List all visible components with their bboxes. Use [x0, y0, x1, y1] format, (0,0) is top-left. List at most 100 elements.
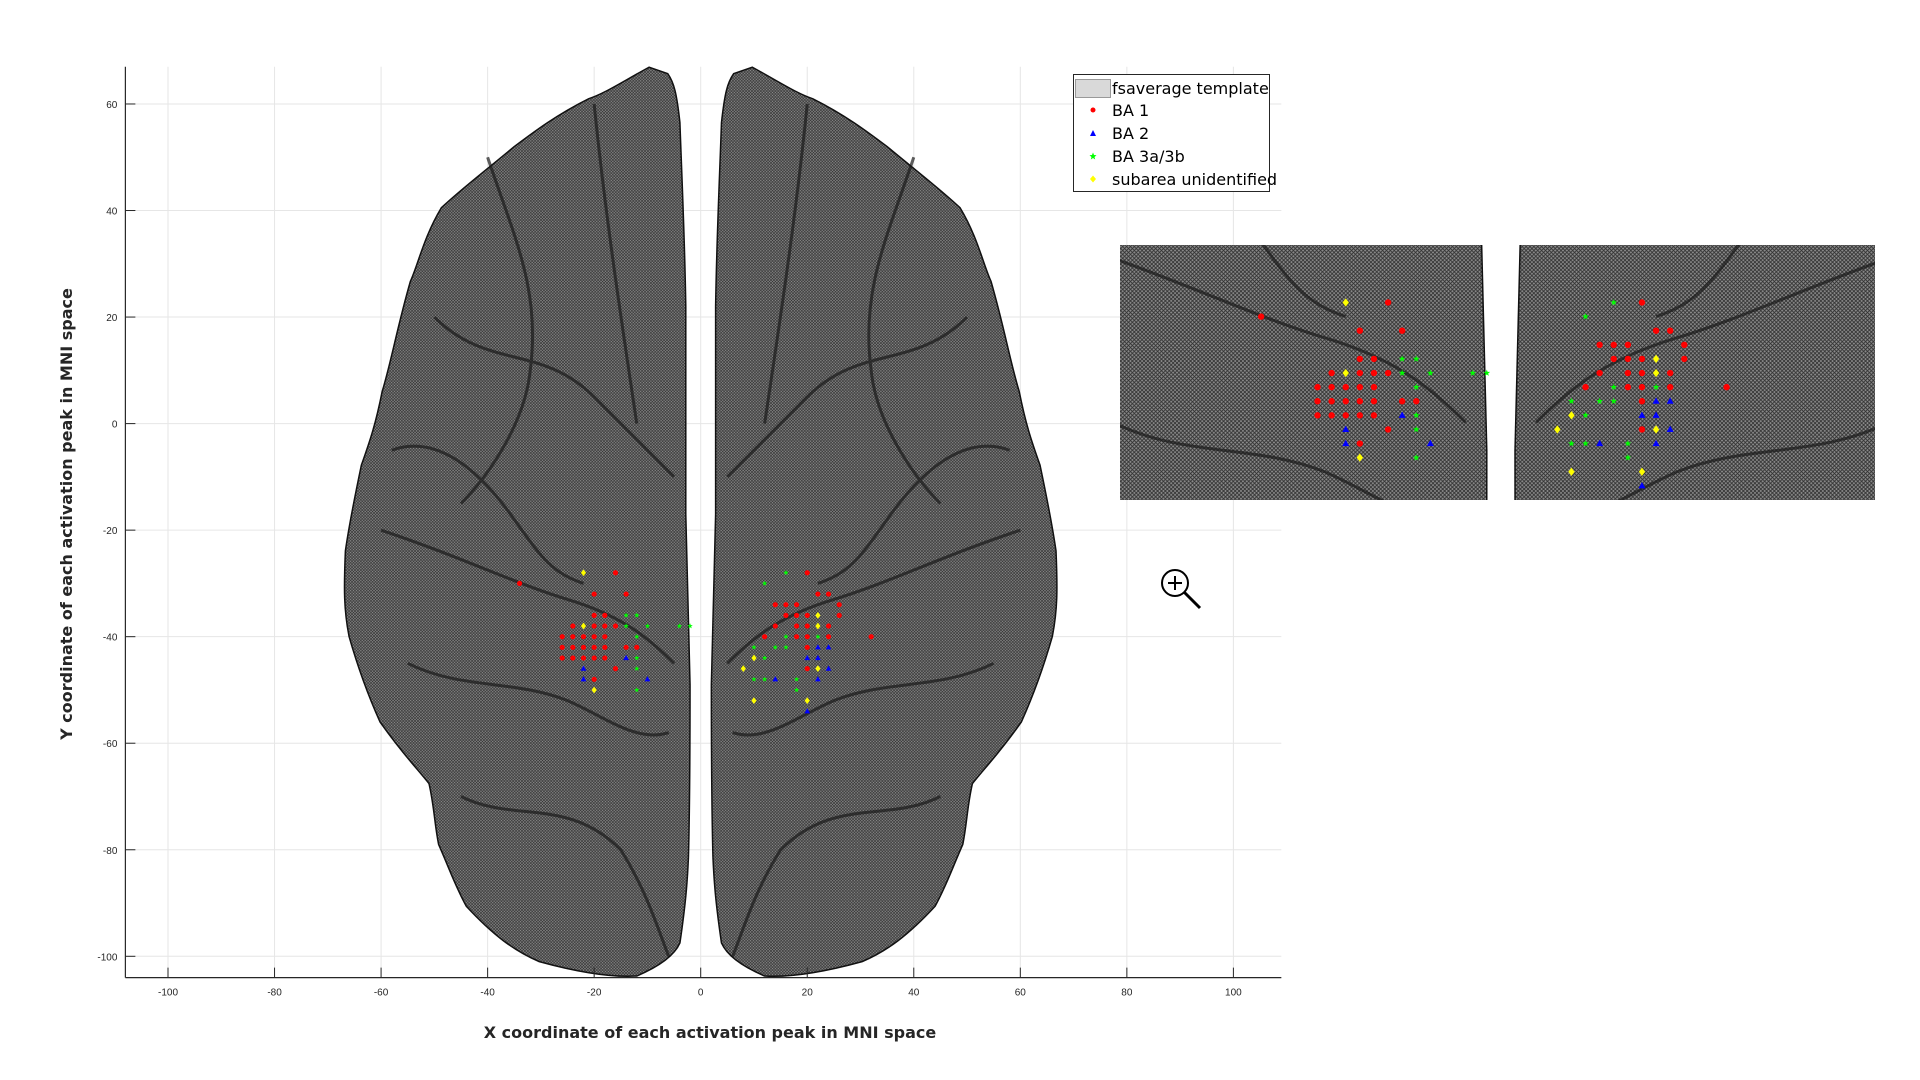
- inset-data-point-ba-1: [1681, 341, 1688, 349]
- data-point-ba-3a-3b: [793, 676, 800, 682]
- inset-data-point-ba-1: [1356, 440, 1364, 447]
- inset-data-point-ba-1: [1356, 355, 1364, 363]
- inset-data-point-ba-2: [1342, 439, 1350, 447]
- data-point-ba-2: [815, 654, 821, 661]
- inset-data-point-ba-3a-3b: [1624, 440, 1632, 447]
- y-tick-label: 20: [106, 313, 118, 324]
- data-point-ba-1: [570, 644, 576, 650]
- inset-data-point-ba-1: [1666, 327, 1674, 334]
- x-tick-label: 40: [908, 988, 920, 999]
- inset-data-point-ba-1: [1596, 369, 1603, 377]
- data-point-ba-1: [804, 644, 810, 650]
- zoomed-inset: [1120, 245, 1875, 500]
- data-point-ba-3a-3b: [815, 633, 821, 639]
- activation-peaks: [516, 569, 874, 714]
- data-point-subarea-unidentified: [580, 622, 587, 630]
- inset-data-point-ba-3a-3b: [1610, 383, 1618, 390]
- data-point-ba-3a-3b: [761, 676, 768, 682]
- y-tick-label: -20: [103, 526, 118, 537]
- inset-data-point-ba-2: [1652, 439, 1660, 447]
- data-point-ba-1: [804, 570, 810, 576]
- data-point-ba-3a-3b: [687, 623, 693, 629]
- axes: [124, 66, 1282, 979]
- data-point-ba-3a-3b: [783, 644, 789, 650]
- data-point-ba-3a-3b: [761, 580, 768, 586]
- inset-data-point-ba-1: [1370, 355, 1378, 363]
- inset-data-point-ba-1: [1314, 412, 1321, 419]
- x-tick-label: 60: [1015, 988, 1027, 999]
- inset-data-point-ba-2: [1652, 397, 1660, 404]
- inset-data-point-ba-1: [1328, 383, 1335, 391]
- inset-data-point-ba-3a-3b: [1610, 397, 1618, 405]
- data-point-ba-1: [580, 644, 587, 650]
- inset-data-point-ba-2: [1666, 425, 1674, 432]
- data-point-subarea-unidentified: [740, 665, 746, 673]
- inset-data-point-ba-3a-3b: [1412, 425, 1420, 433]
- data-point-ba-2: [804, 708, 811, 714]
- data-point-ba-2: [623, 654, 629, 661]
- inset-data-point-ba-2: [1342, 425, 1350, 432]
- data-point-ba-1: [836, 602, 842, 608]
- data-point-subarea-unidentified: [751, 697, 757, 704]
- inset-data-point-ba-3a-3b: [1427, 369, 1434, 376]
- inset-data-point-ba-1: [1328, 398, 1335, 405]
- data-point-ba-2: [804, 654, 811, 661]
- inset-data-point-subarea-unidentified: [1652, 368, 1660, 378]
- legend-item-ba2: BA 2: [1074, 122, 1149, 144]
- data-point-ba-1: [793, 623, 800, 629]
- inset-data-point-ba-1: [1638, 383, 1646, 391]
- data-point-ba-1: [612, 570, 619, 576]
- data-point-ba-3a-3b: [761, 655, 768, 661]
- inset-data-point-ba-1: [1356, 383, 1364, 391]
- inset-data-point-ba-3a-3b: [1412, 355, 1420, 362]
- data-point-ba-1: [783, 602, 789, 608]
- data-point-ba-3a-3b: [783, 569, 789, 576]
- inset-data-point-ba-1: [1384, 299, 1392, 306]
- data-point-ba-3a-3b: [623, 623, 629, 629]
- inset-data-point-ba-1: [1356, 369, 1364, 377]
- x-axis-label: X coordinate of each activation peak in …: [484, 1023, 937, 1042]
- legend-item-ba3: BA 3a/3b: [1074, 145, 1185, 167]
- inset-data-point-ba-3a-3b: [1412, 411, 1420, 419]
- yellow-diamond-icon: [1090, 175, 1096, 183]
- inset-data-point-ba-1: [1638, 369, 1646, 377]
- gridlines: [125, 66, 1282, 978]
- x-tick-label: -80: [267, 988, 282, 999]
- y-tick-label: 0: [112, 420, 118, 431]
- data-point-ba-1: [836, 612, 842, 618]
- data-point-ba-3a-3b: [772, 644, 778, 650]
- inset-data-point-ba-1: [1596, 341, 1603, 349]
- data-point-ba-2: [580, 676, 587, 682]
- template-swatch-icon: [1075, 78, 1111, 98]
- inset-data-point-ba-1: [1314, 398, 1321, 405]
- inset-data-point-ba-2: [1398, 411, 1406, 418]
- data-point-subarea-unidentified: [815, 611, 821, 619]
- inset-data-point-ba-3a-3b: [1412, 454, 1420, 461]
- inset-data-point-ba-3a-3b: [1568, 440, 1575, 447]
- data-point-subarea-unidentified: [815, 622, 821, 630]
- inset-data-point-subarea-unidentified: [1652, 354, 1660, 364]
- x-tick-label: 100: [1225, 988, 1242, 999]
- inset-data-point-ba-1: [1624, 341, 1632, 349]
- data-point-ba-1: [804, 612, 810, 618]
- data-point-ba-3a-3b: [634, 665, 640, 671]
- inset-data-point-ba-1: [1398, 327, 1406, 334]
- data-point-ba-1: [559, 644, 565, 650]
- data-point-ba-1: [602, 634, 608, 640]
- inset-data-point-ba-1: [1342, 412, 1349, 419]
- y-tick-label: -40: [103, 633, 118, 644]
- green-star-icon: [1089, 152, 1097, 160]
- data-point-ba-2: [825, 644, 832, 650]
- data-point-ba-1: [772, 623, 778, 629]
- inset-data-point-ba-1: [1370, 398, 1378, 405]
- x-tick-label: 20: [802, 988, 814, 999]
- inset-data-point-ba-1: [1370, 369, 1378, 377]
- y-tick-label: 60: [106, 100, 118, 111]
- inset-data-point-ba-2: [1638, 482, 1646, 489]
- data-point-subarea-unidentified: [591, 686, 597, 694]
- zoom-in-icon[interactable]: [1158, 566, 1204, 612]
- data-point-ba-1: [793, 612, 800, 618]
- blue-triangle-icon: [1090, 130, 1096, 136]
- inset-data-point-ba-3a-3b: [1582, 411, 1589, 419]
